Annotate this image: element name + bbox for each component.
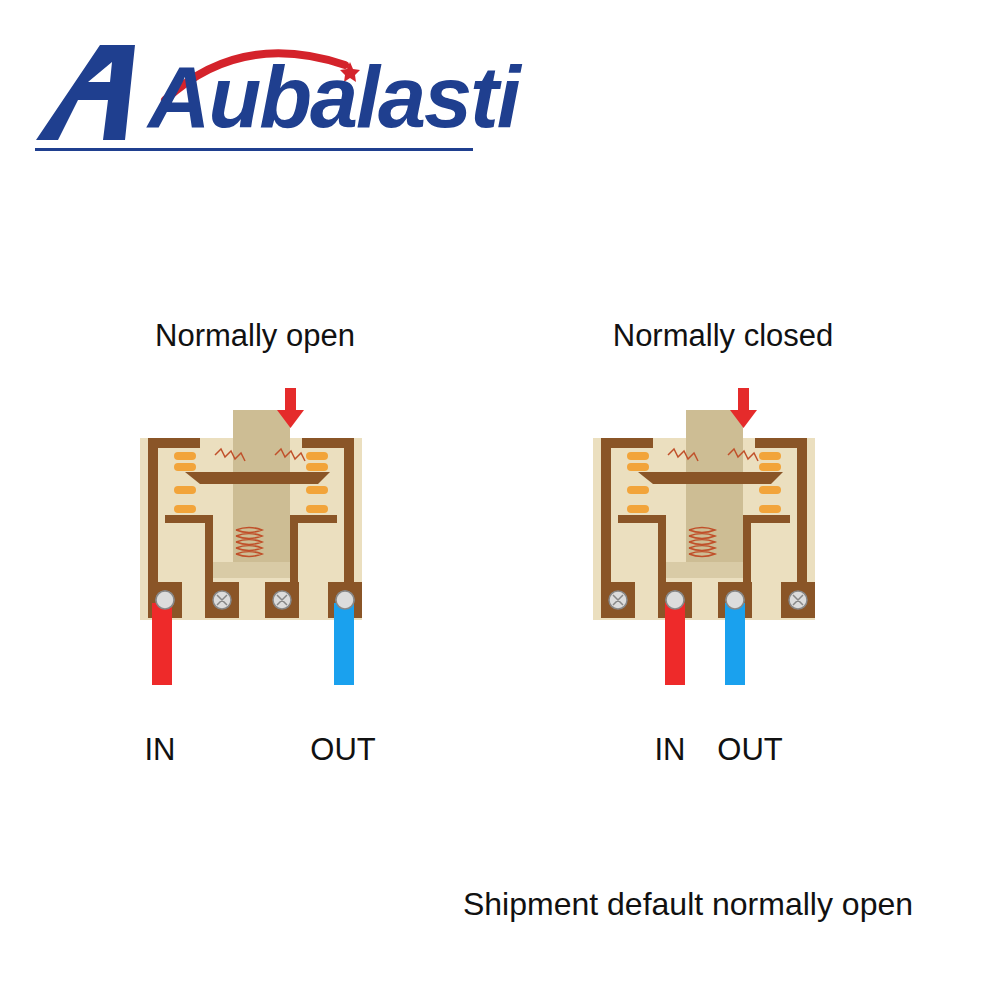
wire-label: IN <box>655 732 686 768</box>
wire-label: IN <box>145 732 176 768</box>
mode-heading: Normally closed <box>613 318 834 354</box>
wire-label: OUT <box>717 732 782 768</box>
wire-label: OUT <box>310 732 375 768</box>
brand-logo: Aubalasti <box>148 48 519 147</box>
caption-note: Shipment default normally open <box>463 886 913 923</box>
mode-heading: Normally open <box>155 318 355 354</box>
